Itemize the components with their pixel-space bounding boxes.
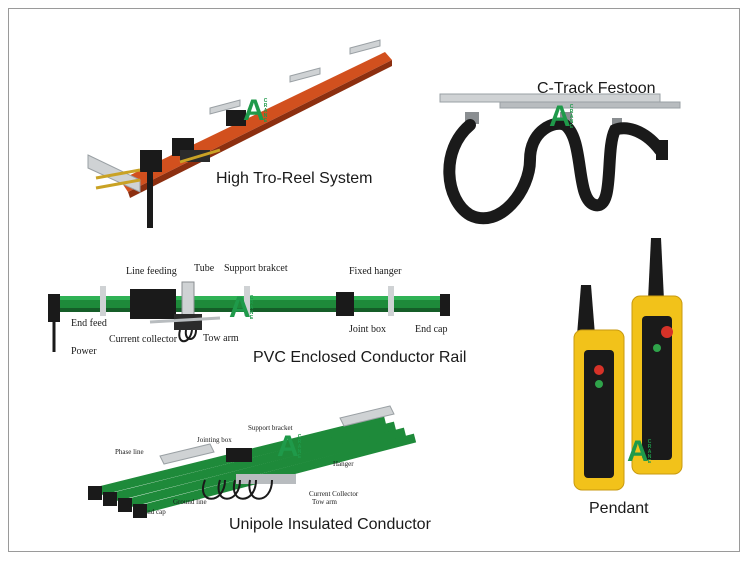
label-tube: Tube <box>194 263 215 274</box>
label-tow-arm: Tow arm <box>312 498 337 506</box>
c-track-caption: C-Track Festoon <box>537 80 656 97</box>
label-phase-line: Phase line <box>115 448 144 456</box>
label-jointing-box: Jointing box <box>197 436 232 444</box>
label-end-cap: End cap <box>415 324 448 335</box>
pvc-rail-illustration <box>48 281 450 352</box>
label-line-feeding: Line feeding <box>126 266 177 277</box>
unipole-caption: Unipole Insulated Conductor <box>229 516 431 533</box>
label-ground-line: Ground line <box>173 498 207 506</box>
label-tow-arm: Tow arm <box>203 333 239 344</box>
label-support-bracket: Support brakcet <box>224 263 288 274</box>
c-track-illustration <box>439 93 681 225</box>
label-support-bracket: Support bracket <box>248 424 293 432</box>
image-frame <box>8 8 740 552</box>
label-power: Power <box>71 346 97 357</box>
label-end-feed: End feed <box>71 318 107 329</box>
label-current-collector: Current collector <box>109 334 178 345</box>
label-fixed-hanger: Fixed hanger <box>349 266 402 277</box>
unipole-illustration <box>88 405 417 518</box>
pendant-illustration <box>573 238 683 491</box>
tro-reel-caption: High Tro-Reel System <box>216 170 373 187</box>
tro-reel-illustration <box>87 39 392 228</box>
pendant-caption: Pendant <box>589 500 649 517</box>
pvc-rail-caption: PVC Enclosed Conductor Rail <box>253 349 467 366</box>
label-end-cap: End cap <box>143 508 166 516</box>
label-current-collector: Current Collector <box>309 490 359 498</box>
label-joint-box: Joint box <box>349 324 386 335</box>
label-hanger: Hanger <box>333 460 354 468</box>
